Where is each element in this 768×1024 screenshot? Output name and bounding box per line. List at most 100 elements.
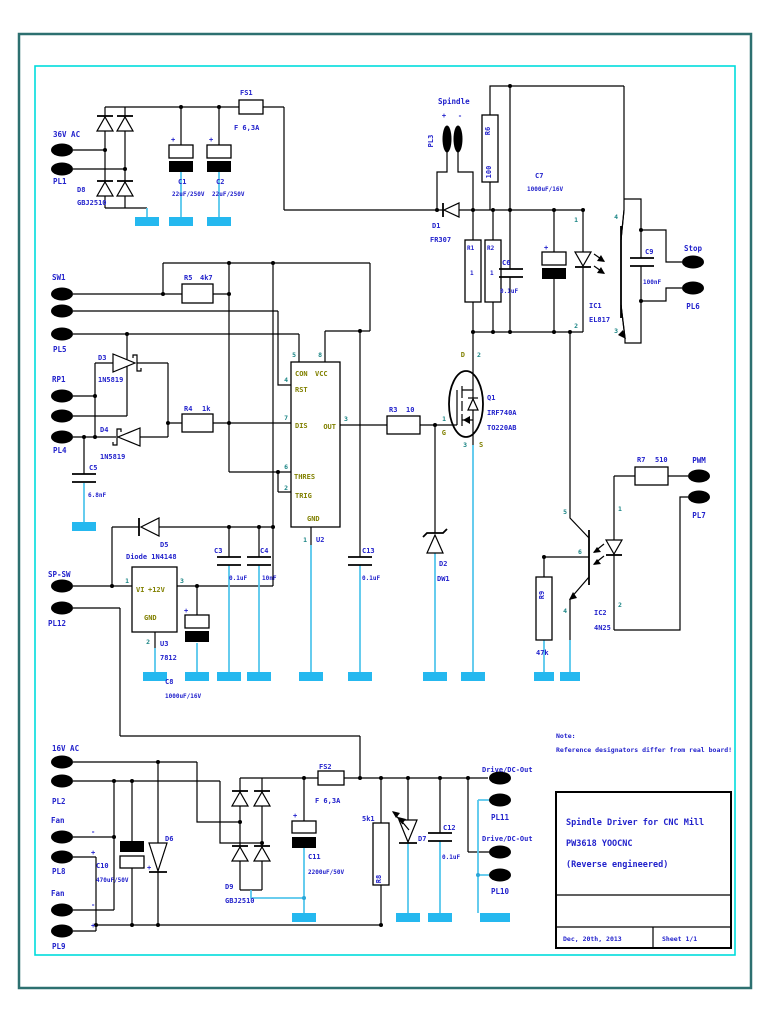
pin-spsw (51, 579, 73, 593)
label-c8: C8 (165, 678, 173, 686)
pin-pl2-b (51, 774, 73, 788)
wires-ground (83, 172, 571, 913)
pin-name-out: OUT (323, 423, 336, 431)
label-d3: D3 (98, 354, 106, 362)
label-d5v: Diode 1N4148 (126, 553, 177, 561)
label-drive2: Drive/DC-Out (482, 835, 533, 843)
connector-pins (51, 143, 710, 938)
label-c6v: 0.1uF (500, 288, 518, 295)
label-c5: C5 (89, 464, 97, 472)
bridge-rectifier-d9 (230, 790, 272, 862)
label-c12: C12 (443, 824, 456, 832)
pin-pl12 (51, 601, 73, 615)
capacitor-c3 (217, 556, 241, 566)
label-c2-plus: + (209, 136, 213, 144)
label-q1-g: G (442, 429, 446, 437)
pin-name-rst: RST (295, 386, 308, 394)
pin-name-gnd-u3: GND (144, 614, 157, 622)
diode-d6 (148, 842, 168, 873)
label-r6: R6 (484, 127, 492, 135)
label-c1: C1 (178, 178, 186, 186)
label-pl12: PL12 (48, 619, 66, 628)
led-d7 (392, 811, 418, 844)
label-c10v: 470uF/50V (96, 877, 129, 884)
title-sheet: Sheet 1/1 (662, 935, 697, 943)
label-pl8: PL8 (52, 867, 66, 876)
pin-num-q1-2: 2 (477, 351, 481, 359)
label-c4: C4 (260, 547, 268, 555)
label-u2: U2 (316, 536, 324, 544)
label-c13: C13 (362, 547, 375, 555)
label-pl5: PL5 (53, 345, 67, 354)
pin-num-ic2-1: 1 (618, 505, 622, 513)
label-d8: D8 (77, 186, 85, 194)
label-r4v: 1k (202, 405, 211, 413)
label-fan1-plus: + (91, 849, 95, 857)
label-fan2-minus: - (91, 901, 95, 909)
resistor-r9 (535, 576, 553, 641)
pin-num-ic2-4: 4 (563, 607, 567, 615)
pin-num-q1-3: 3 (463, 441, 467, 449)
pin-pl1-b (51, 162, 73, 176)
label-ic2v: 4N25 (594, 624, 611, 632)
pin-num-ic1-1: 1 (574, 216, 578, 224)
label-d8v: GBJ2510 (77, 199, 107, 207)
capacitor-c1 (168, 144, 194, 172)
label-r5v: 4k7 (200, 274, 213, 282)
label-r7: R7 (637, 456, 645, 464)
pin-pl7 (688, 490, 710, 504)
label-d2v: DW1 (437, 575, 450, 583)
pin-num-u2-2: 2 (284, 484, 288, 492)
capacitor-c11 (291, 820, 317, 848)
label-d3v: 1N5819 (98, 376, 123, 384)
pin-pl8-plus (51, 850, 73, 864)
pin-name-gnd-u2: GND (307, 515, 320, 523)
label-c5v: 6.8nF (88, 492, 106, 499)
label-d1: D1 (432, 222, 440, 230)
resistor-r7 (634, 466, 669, 486)
label-r8: R8 (375, 875, 383, 883)
label-rp1: RP1 (52, 375, 66, 384)
capacitor-c6 (499, 268, 523, 278)
pin-name-thres: THRES (294, 473, 315, 481)
label-spindle: Spindle (438, 97, 470, 106)
capacitor-c10 (119, 841, 145, 869)
label-d5: D5 (160, 541, 168, 549)
pin-name-vi: VI (136, 586, 144, 594)
resistor-r5 (181, 283, 214, 304)
label-ic1v: EL817 (589, 316, 610, 324)
capacitor-c8 (184, 614, 210, 642)
label-c9: C9 (645, 248, 653, 256)
label-c11: C11 (308, 853, 321, 861)
note-line2: Reference designators differ from real b… (556, 746, 732, 754)
label-q1-d: D (461, 351, 465, 359)
label-ic2: IC2 (594, 609, 607, 617)
label-sw1: SW1 (52, 273, 66, 282)
timer-u2-555 (290, 361, 341, 528)
pin-pwm (688, 469, 710, 483)
pin-num-u3-3: 3 (180, 577, 184, 585)
label-pl11: PL11 (491, 813, 510, 822)
label-ic1: IC1 (589, 302, 602, 310)
label-c9v: 100nF (643, 279, 661, 286)
label-c11v: 2200uF/50V (308, 869, 345, 876)
pin-name-con: CON (295, 370, 308, 378)
label-r9v: 47k (536, 649, 549, 657)
label-fan2-plus: + (91, 922, 95, 930)
pin-num-u2-4: 4 (284, 376, 288, 384)
diode-d3 (112, 353, 142, 373)
label-c7-plus: + (544, 244, 548, 252)
pin-num-ic1-4: 4 (614, 213, 618, 221)
wires-black (73, 85, 688, 932)
label-c1-plus: + (171, 136, 175, 144)
label-c7: C7 (535, 172, 543, 180)
labels: 36V AC PL1 D8 GBJ2510 + + C1 22uF/250V C… (48, 89, 706, 951)
label-d1v: FR307 (430, 236, 451, 244)
pin-sw1-b (51, 304, 73, 318)
note: Note: Reference designators differ from … (556, 732, 732, 754)
label-q1p: TO220AB (487, 424, 517, 432)
label-d9v: GBJ2510 (225, 897, 255, 905)
spindle-connector-pl3 (442, 125, 463, 153)
resistor-r2 (484, 239, 502, 303)
pin-num-ic1-3: 3 (614, 327, 618, 335)
